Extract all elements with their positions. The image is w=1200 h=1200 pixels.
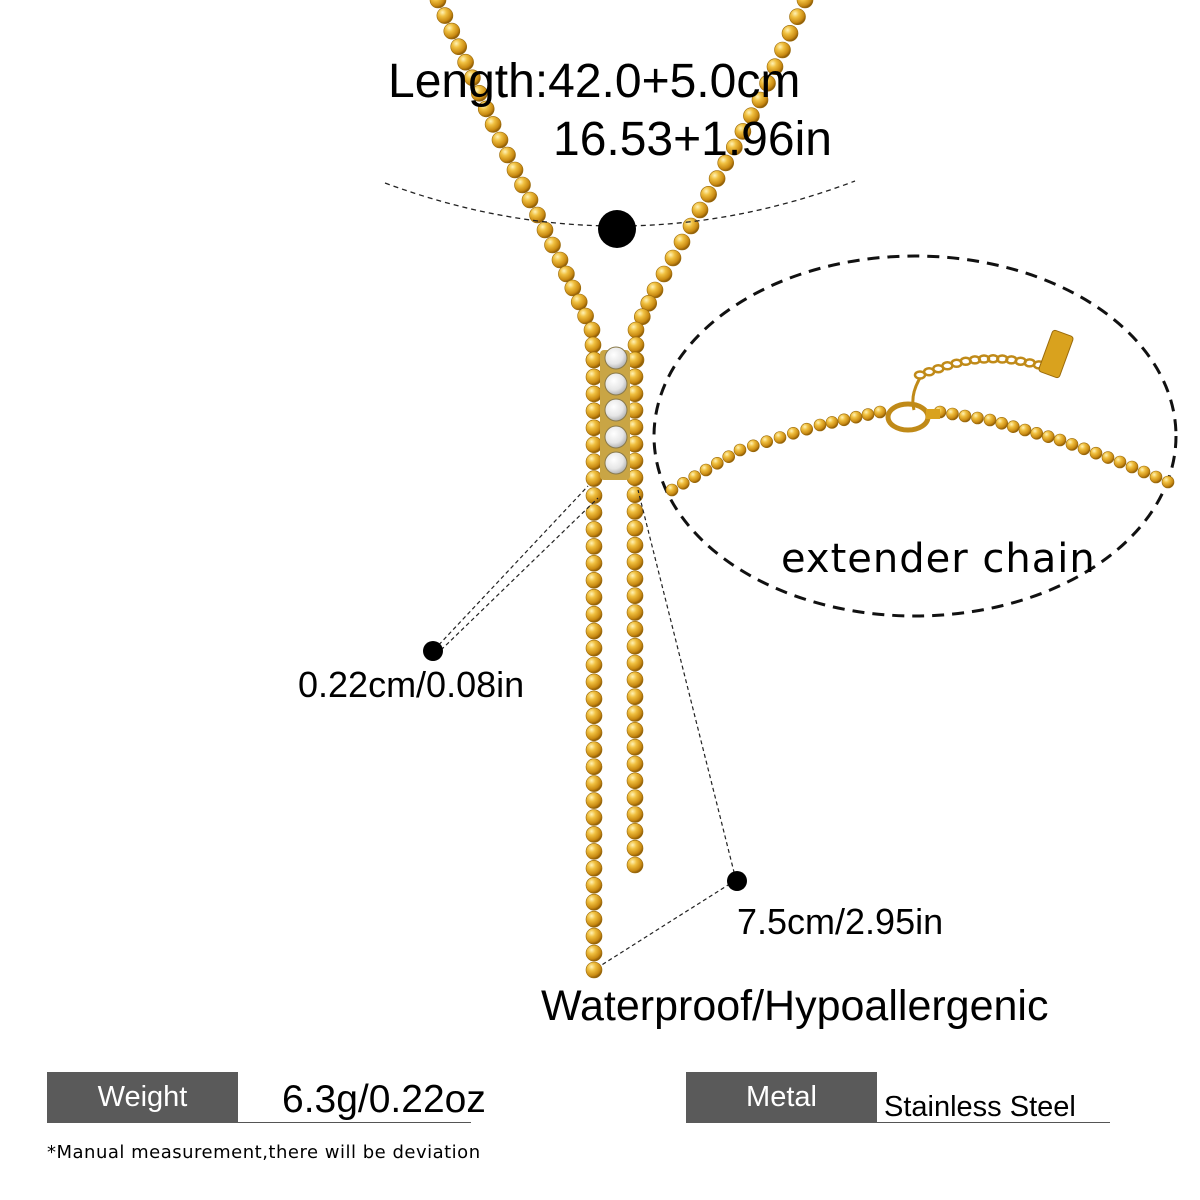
metal-value: Stainless Steel — [884, 1091, 1076, 1123]
metal-tag: Metal — [686, 1072, 877, 1123]
neck-arc — [384, 180, 856, 227]
bead-chain-group — [429, 0, 814, 979]
callout-lines — [433, 485, 737, 967]
length-in-text: 16.53+1.96in — [553, 113, 832, 166]
extender-chain-circle — [652, 254, 1178, 618]
length-cm-text: Length:42.0+5.0cm — [388, 55, 801, 108]
weight-label: Weight — [97, 1081, 188, 1113]
lobster-clasp — [885, 401, 940, 433]
extender-chain-detail — [665, 353, 1175, 497]
bead-size-label: 0.22cm/0.08in — [298, 664, 525, 705]
tassel-length-label: 7.5cm/2.95in — [737, 901, 944, 942]
metal-underline — [877, 1122, 1110, 1123]
extender-chain-label: extender chain — [781, 536, 1096, 582]
weight-underline — [238, 1122, 471, 1123]
rhinestone-group — [604, 346, 628, 475]
extender-tag — [1038, 329, 1074, 379]
metal-label: Metal — [746, 1081, 817, 1113]
tassel-length-dot — [727, 871, 747, 891]
bead-size-dot — [423, 641, 443, 661]
weight-tag: Weight — [47, 1072, 238, 1123]
length-marker-dot — [598, 210, 636, 248]
features-label: Waterproof/Hypoallergenic — [541, 982, 1049, 1030]
measurement-footnote: *Manual measurement,there will be deviat… — [47, 1142, 481, 1163]
weight-value: 6.3g/0.22oz — [282, 1078, 486, 1121]
